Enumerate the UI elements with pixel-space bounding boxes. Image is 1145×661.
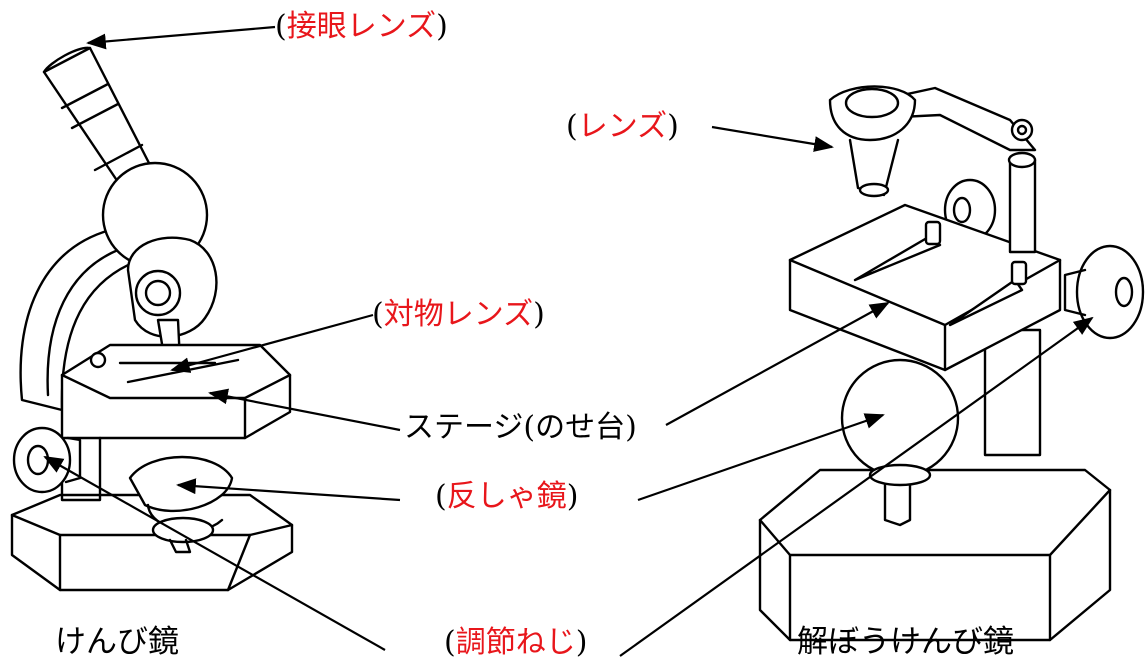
paren-open: ( [275, 9, 287, 44]
paren-open: ( [372, 297, 384, 332]
answer-objective-lens: 対物レンズ [383, 297, 534, 332]
leader-screw-left [43, 456, 386, 651]
label-stage: ステージ(のせ台) [404, 410, 637, 445]
leader-screw-right [619, 316, 1094, 657]
paren-open: ( [566, 109, 578, 144]
caption-dissecting-microscope: 解ぼうけんび鏡 [797, 624, 1014, 660]
answer-adjust-screw: 調節ねじ [455, 625, 576, 660]
answer-mirror: 反しゃ鏡 [446, 479, 567, 514]
leader-stage-right [665, 302, 890, 426]
leader-objective [170, 313, 374, 373]
leader-mirror-left [176, 478, 401, 502]
answer-lens: レンズ [577, 109, 668, 144]
paren-close: ) [566, 479, 579, 514]
answer-eyepiece-lens: 接眼レンズ [286, 9, 437, 44]
leader-eyepiece [86, 25, 276, 50]
label-eyepiece-lens: (接眼レンズ) [275, 12, 448, 42]
dissecting-microscope [758, 85, 1145, 642]
paren-close: ) [436, 9, 448, 44]
label-adjust-screw: (調節ねじ) [444, 628, 587, 658]
label-mirror: (反しゃ鏡) [435, 482, 578, 512]
leader-mirror-right [637, 413, 885, 502]
paren-open: ( [435, 479, 447, 514]
compound-microscope [10, 46, 294, 592]
label-lens: (レンズ) [566, 112, 679, 142]
label-objective-lens: (対物レンズ) [372, 300, 545, 330]
paren-close: ) [533, 297, 545, 332]
leader-lens [711, 125, 834, 152]
caption-microscope: けんび鏡 [55, 624, 179, 660]
leader-stage-left [208, 388, 401, 432]
paren-open: ( [444, 625, 456, 660]
paren-close: ) [575, 625, 588, 660]
paren-close: ) [667, 109, 679, 144]
